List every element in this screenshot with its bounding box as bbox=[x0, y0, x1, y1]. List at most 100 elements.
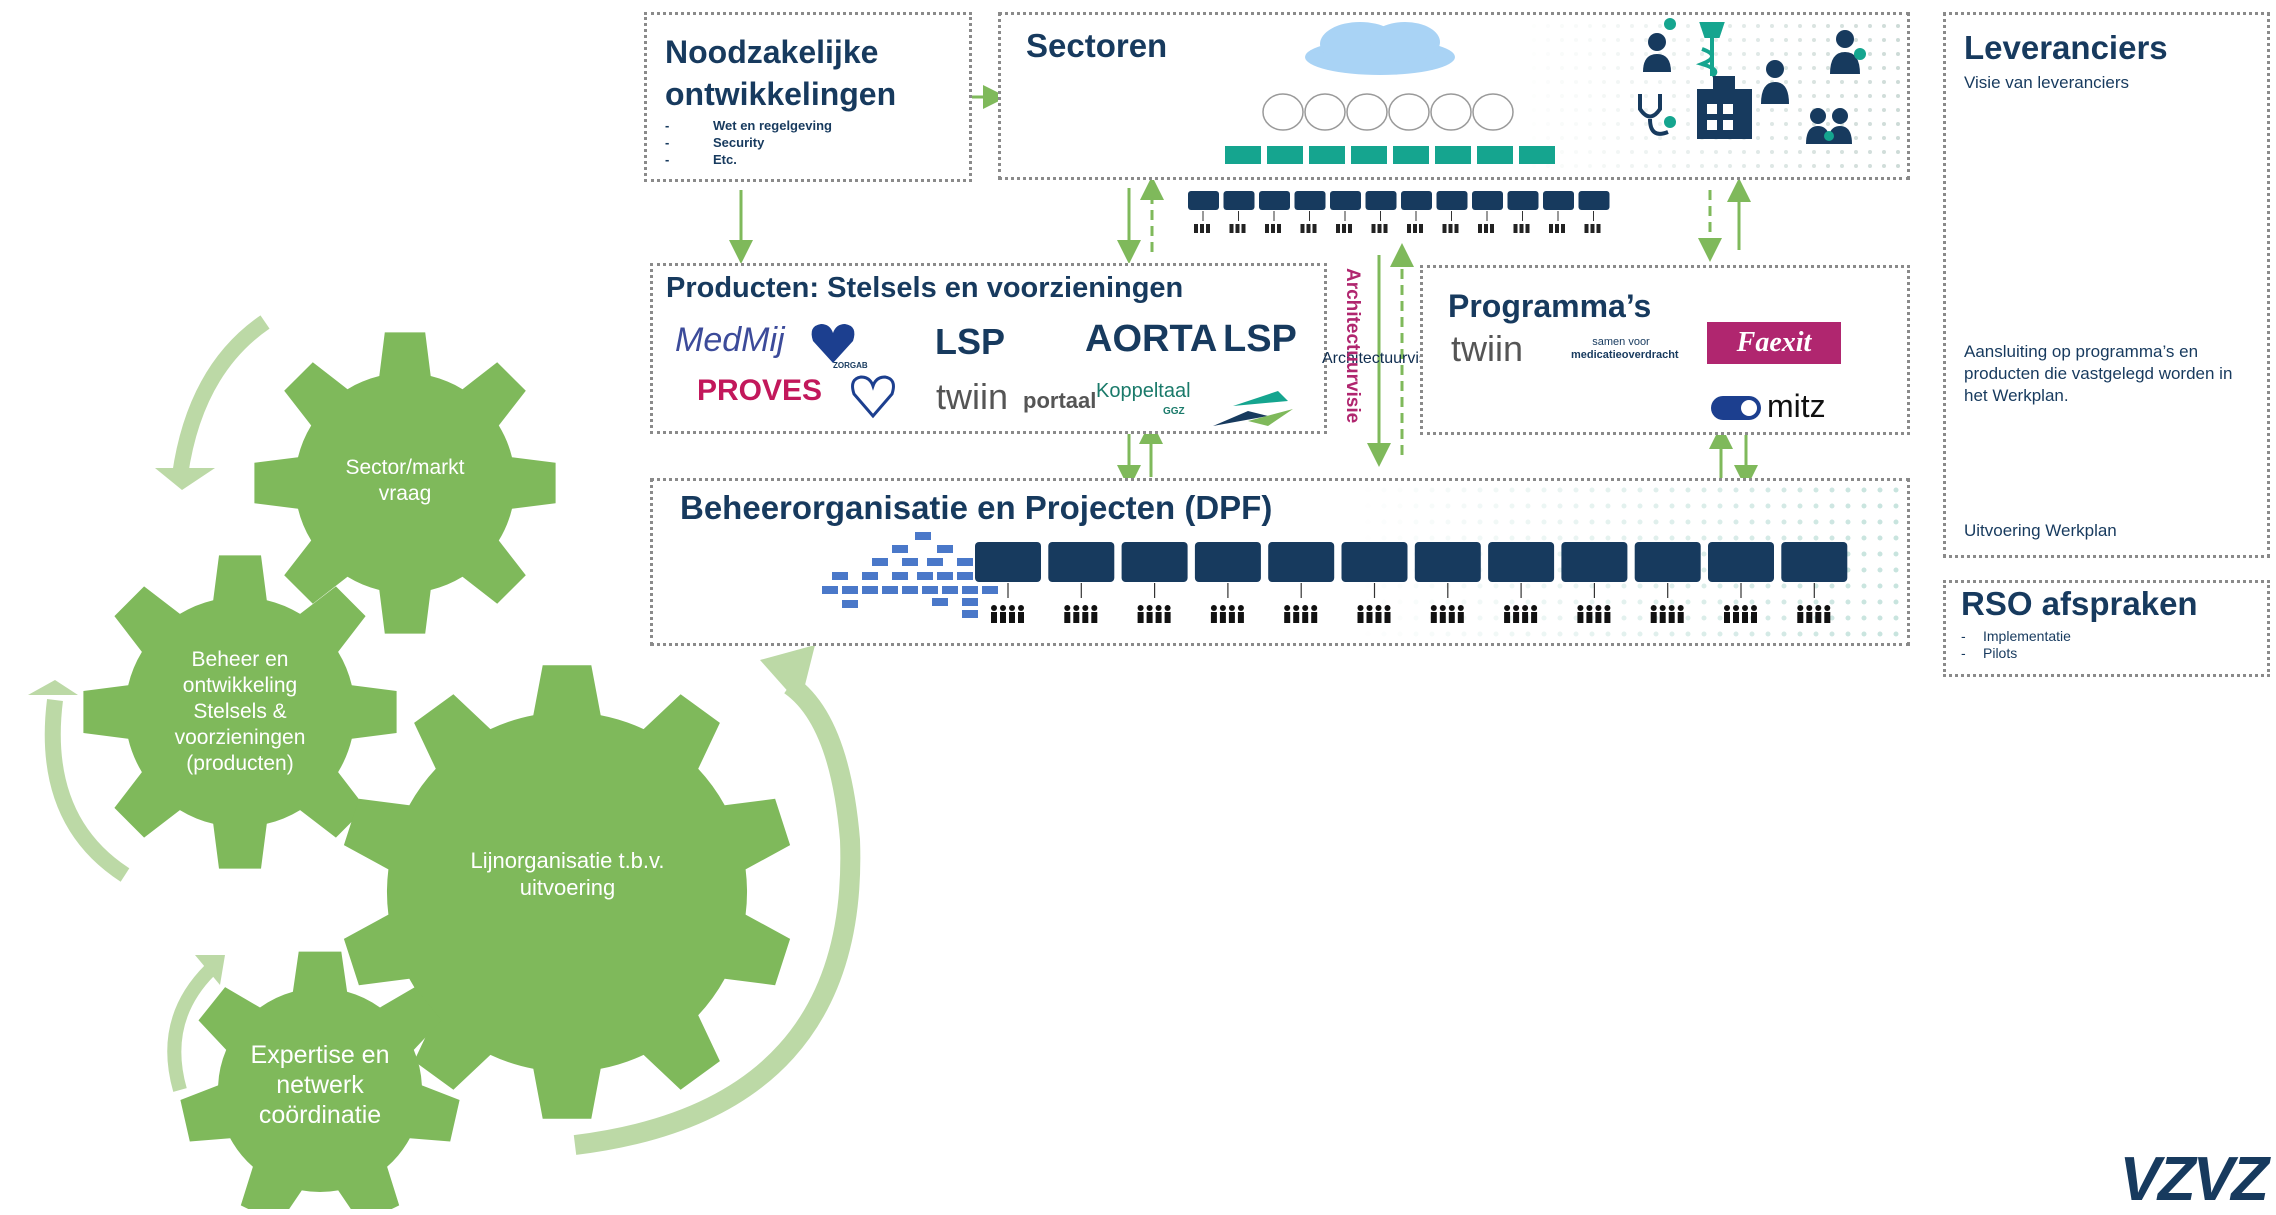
dot bbox=[1701, 551, 1707, 557]
person-body bbox=[1522, 612, 1529, 623]
dot bbox=[1588, 66, 1592, 70]
dot bbox=[1685, 503, 1691, 509]
dot bbox=[1784, 80, 1788, 84]
org-chart-icon bbox=[822, 532, 998, 618]
dot bbox=[1477, 519, 1483, 525]
person-head bbox=[1146, 605, 1153, 611]
person-head bbox=[1009, 605, 1015, 611]
dot bbox=[1557, 567, 1563, 573]
dot bbox=[1854, 108, 1858, 112]
dot bbox=[1546, 122, 1550, 126]
gear-label-sector: Sector/markt vraag bbox=[345, 456, 465, 505]
dot bbox=[1826, 164, 1830, 168]
team-box bbox=[1781, 542, 1848, 582]
dot bbox=[1557, 599, 1563, 605]
cycle-arrow-left-head bbox=[28, 680, 78, 695]
dot bbox=[1532, 122, 1536, 126]
dot bbox=[1658, 164, 1662, 168]
dot bbox=[1557, 583, 1563, 589]
person-icon bbox=[1194, 224, 1198, 233]
dot bbox=[1574, 164, 1578, 168]
dot bbox=[1350, 632, 1355, 637]
dot bbox=[1798, 150, 1802, 154]
dot bbox=[1557, 535, 1563, 541]
dot bbox=[1546, 38, 1550, 42]
dot bbox=[1781, 583, 1787, 589]
dot bbox=[1621, 631, 1627, 637]
dot bbox=[1784, 52, 1788, 56]
person-body bbox=[1586, 612, 1593, 623]
dot bbox=[1749, 535, 1755, 541]
dot bbox=[1573, 519, 1579, 525]
person-head bbox=[1155, 605, 1162, 611]
dot bbox=[1868, 108, 1872, 112]
dot bbox=[1813, 599, 1819, 605]
dot bbox=[1509, 583, 1515, 589]
dot bbox=[1588, 136, 1592, 140]
dot bbox=[1813, 487, 1819, 493]
dot bbox=[1893, 503, 1899, 509]
dot bbox=[1493, 615, 1499, 621]
gear-label-beheer: Beheer en ontwikkeling Stelsels & voorzi… bbox=[174, 648, 306, 775]
dot bbox=[1686, 80, 1690, 84]
dot bbox=[1854, 38, 1858, 42]
person-head bbox=[1073, 605, 1080, 611]
person-body bbox=[1659, 612, 1666, 623]
person-body bbox=[1668, 612, 1675, 623]
dot bbox=[1685, 599, 1691, 605]
person-head bbox=[1531, 605, 1538, 611]
dot bbox=[1797, 583, 1803, 589]
person-icon bbox=[1448, 224, 1453, 233]
dot bbox=[1700, 164, 1704, 168]
dot bbox=[1602, 122, 1606, 126]
dot bbox=[1781, 535, 1787, 541]
dot bbox=[1877, 503, 1883, 509]
dot bbox=[1602, 38, 1606, 42]
person-body bbox=[1797, 612, 1804, 623]
dot bbox=[1413, 599, 1419, 605]
dot bbox=[1781, 503, 1787, 509]
dot bbox=[1588, 80, 1592, 84]
teal-bar bbox=[1519, 146, 1555, 164]
dot bbox=[1701, 631, 1707, 637]
person-body bbox=[1815, 612, 1822, 623]
person-head bbox=[1806, 605, 1813, 611]
dot bbox=[1765, 615, 1771, 621]
dot bbox=[1493, 503, 1499, 509]
dot bbox=[1701, 503, 1707, 509]
dot bbox=[1854, 80, 1858, 84]
dot bbox=[1602, 52, 1606, 56]
person-head bbox=[1302, 605, 1309, 611]
dot bbox=[1532, 66, 1536, 70]
person-body bbox=[1000, 612, 1006, 623]
dot bbox=[1532, 24, 1536, 28]
org-box bbox=[842, 600, 858, 608]
dot bbox=[1742, 150, 1746, 154]
dot bbox=[1685, 535, 1691, 541]
dot bbox=[1781, 487, 1787, 493]
doctor-icon bbox=[1643, 18, 1676, 72]
dot bbox=[1518, 108, 1522, 112]
circle-row bbox=[1262, 93, 1514, 131]
dot bbox=[1756, 122, 1760, 126]
dot bbox=[1560, 164, 1564, 168]
dot bbox=[1868, 38, 1872, 42]
sectoren-title: Sectoren bbox=[1026, 27, 1168, 64]
org-box bbox=[962, 610, 978, 618]
dot bbox=[1630, 150, 1634, 154]
org-box bbox=[822, 586, 838, 594]
flow-arrows bbox=[729, 85, 1758, 489]
org-box bbox=[937, 545, 953, 553]
dot bbox=[1493, 519, 1499, 525]
team-box bbox=[1121, 542, 1188, 582]
dot bbox=[1882, 24, 1886, 28]
gear-expertise bbox=[180, 951, 460, 1209]
person-body bbox=[1293, 612, 1300, 623]
nurse-icon bbox=[1830, 30, 1866, 74]
dot bbox=[1518, 122, 1522, 126]
dot bbox=[1770, 122, 1774, 126]
dot bbox=[1896, 24, 1900, 28]
dot bbox=[1765, 519, 1771, 525]
dot bbox=[1797, 487, 1803, 493]
dot bbox=[1765, 535, 1771, 541]
